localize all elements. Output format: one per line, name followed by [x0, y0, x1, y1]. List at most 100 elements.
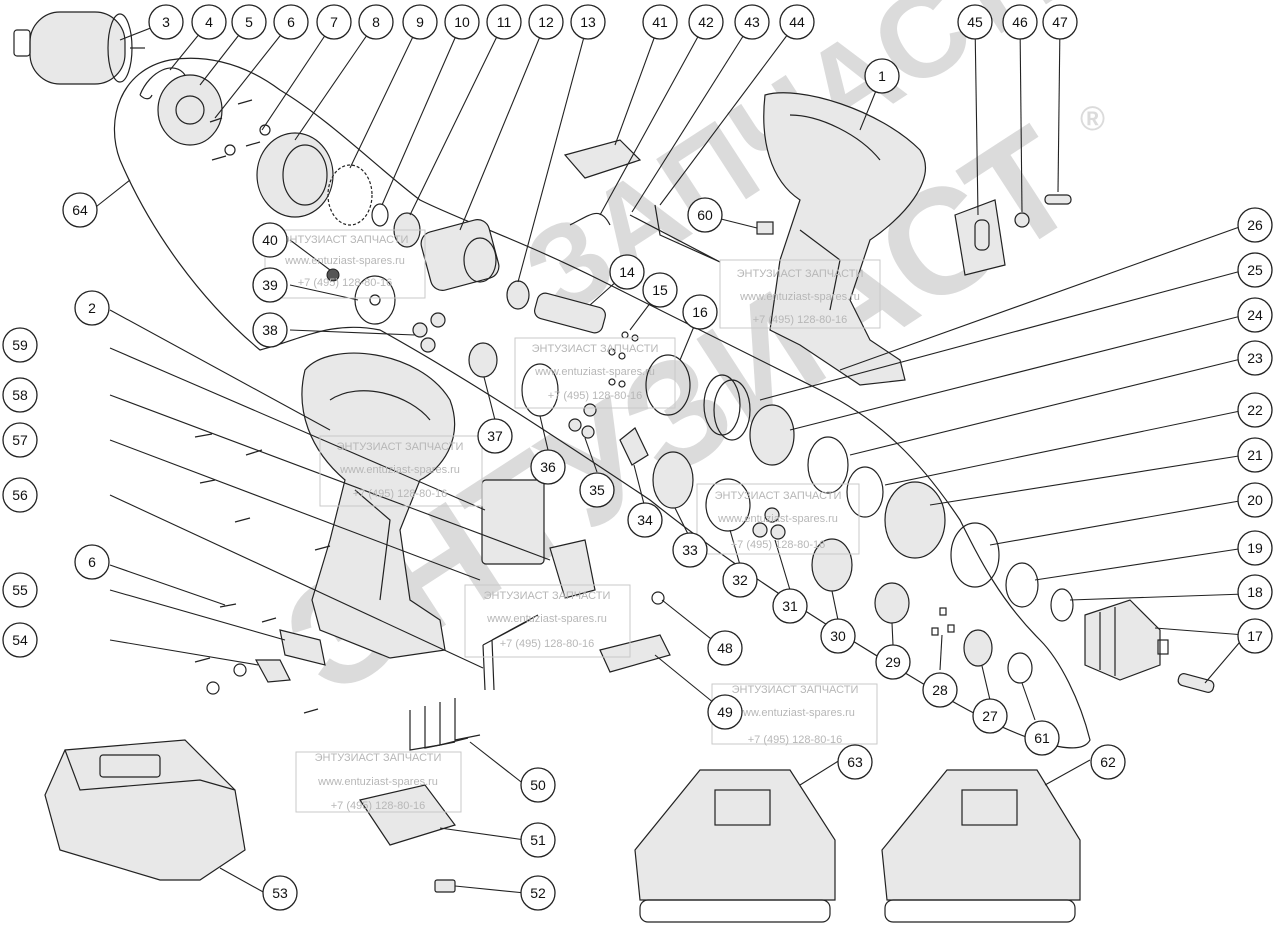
svg-text:19: 19: [1247, 540, 1263, 556]
stamp-phone: +7 (495) 128-80-16: [331, 800, 425, 812]
callout-12: 12: [528, 4, 564, 40]
stamp-title: ЭНТУЗИАСТ ЗАПЧАСТИ: [532, 343, 659, 355]
callout-63: 63: [837, 744, 873, 780]
svg-text:52: 52: [530, 885, 546, 901]
svg-text:3: 3: [162, 14, 170, 30]
part-washer-32: [705, 478, 751, 532]
svg-text:39: 39: [262, 277, 278, 293]
part-rod-43: [629, 214, 721, 263]
part-chuck-screw: [1177, 673, 1215, 693]
callout-54: 54: [2, 622, 38, 658]
callout-40: 40: [252, 222, 288, 258]
contact-stamp-2: ЭНТУЗИАСТ ЗАПЧАСТИ www.entuziast-spares.…: [719, 259, 881, 329]
callout-6-lower: 6: [74, 544, 110, 580]
part-wire-42: [569, 212, 611, 226]
svg-text:54: 54: [12, 632, 28, 648]
callout-29: 29: [875, 644, 911, 680]
callout-51: 51: [520, 822, 556, 858]
part-circlip: [371, 203, 389, 227]
svg-text:44: 44: [789, 14, 805, 30]
svg-text:18: 18: [1247, 584, 1263, 600]
callout-13: 13: [570, 4, 606, 40]
svg-text:33: 33: [682, 542, 698, 558]
svg-text:61: 61: [1034, 730, 1050, 746]
svg-text:37: 37: [487, 428, 503, 444]
svg-text:43: 43: [744, 14, 760, 30]
stamp-url: www.entuziast-spares.ru: [734, 707, 855, 719]
contact-stamp-3: ЭНТУЗИАСТ ЗАПЧАСТИ www.entuziast-spares.…: [514, 337, 676, 409]
svg-text:13: 13: [580, 14, 596, 30]
callout-46: 46: [1002, 4, 1038, 40]
part-reverse-lever: [482, 614, 539, 691]
stamp-title: ЭНТУЗИАСТ ЗАПЧАСТИ: [282, 234, 409, 246]
svg-text:47: 47: [1052, 14, 1068, 30]
part-nut-27: [963, 629, 993, 667]
callout-21: 21: [1237, 437, 1273, 473]
callout-8: 8: [358, 4, 394, 40]
part-charger-63: [634, 769, 836, 923]
callout-1: 1: [864, 58, 900, 94]
svg-text:4: 4: [205, 14, 213, 30]
callout-33: 33: [672, 532, 708, 568]
callout-47: 47: [1042, 4, 1078, 40]
part-seal-ring: [506, 280, 530, 310]
stamp-title: ЭНТУЗИАСТ ЗАПЧАСТИ: [337, 441, 464, 453]
callouts: 1 2 3 4 5 6 7 8 9 10 11 12 13 14 15 16 1…: [2, 4, 1273, 911]
svg-text:29: 29: [885, 654, 901, 670]
svg-text:16: 16: [692, 304, 708, 320]
callout-32: 32: [722, 562, 758, 598]
svg-text:25: 25: [1247, 262, 1263, 278]
svg-text:28: 28: [932, 682, 948, 698]
callout-60: 60: [687, 197, 723, 233]
part-nut: [1014, 212, 1030, 228]
svg-text:32: 32: [732, 572, 748, 588]
svg-text:40: 40: [262, 232, 278, 248]
svg-text:60: 60: [697, 207, 713, 223]
svg-text:24: 24: [1247, 307, 1263, 323]
callout-17: 17: [1237, 618, 1273, 654]
svg-text:46: 46: [1012, 14, 1028, 30]
svg-text:64: 64: [72, 202, 88, 218]
callout-36: 36: [530, 449, 566, 485]
svg-text:14: 14: [619, 264, 635, 280]
svg-text:1: 1: [878, 68, 886, 84]
svg-text:55: 55: [12, 582, 28, 598]
part-screw-47: [1044, 194, 1072, 205]
part-48: [651, 591, 665, 605]
part-thin-ring: [1005, 562, 1039, 608]
callout-20: 20: [1237, 482, 1273, 518]
part-ring-gear-33: [652, 451, 694, 509]
svg-text:51: 51: [530, 832, 546, 848]
part-washer-61: [1007, 652, 1033, 684]
part-snap-ring: [1050, 588, 1074, 622]
callout-23: 23: [1237, 340, 1273, 376]
svg-text:8: 8: [372, 14, 380, 30]
callout-45: 45: [957, 4, 993, 40]
callout-6: 6: [273, 4, 309, 40]
callout-28: 28: [922, 672, 958, 708]
svg-text:21: 21: [1247, 447, 1263, 463]
part-collar: [950, 522, 1000, 588]
stamp-phone: +7 (495) 128-80-16: [298, 277, 392, 289]
callout-3: 3: [148, 4, 184, 40]
stamp-phone: +7 (495) 128-80-16: [500, 638, 594, 650]
callout-10: 10: [444, 4, 480, 40]
part-gearbox-front: [420, 219, 500, 291]
part-housing-right: [763, 92, 926, 386]
part-bracket-54: [254, 659, 291, 683]
callout-16: 16: [682, 294, 718, 330]
callout-58: 58: [2, 377, 38, 413]
svg-text:57: 57: [12, 432, 28, 448]
part-clutch-ring: [884, 481, 946, 559]
svg-text:58: 58: [12, 387, 28, 403]
part-latch-49: [599, 634, 671, 673]
part-gears-31: [752, 507, 786, 540]
leader-lines: [91, 21, 1246, 894]
part-washer-39: [354, 275, 396, 325]
callout-34: 34: [627, 502, 663, 538]
stamp-phone: +7 (495) 128-80-16: [753, 314, 847, 326]
stamp-phone: +7 (495) 128-80-16: [731, 539, 825, 551]
svg-text:9: 9: [416, 14, 424, 30]
callout-50: 50: [520, 767, 556, 803]
